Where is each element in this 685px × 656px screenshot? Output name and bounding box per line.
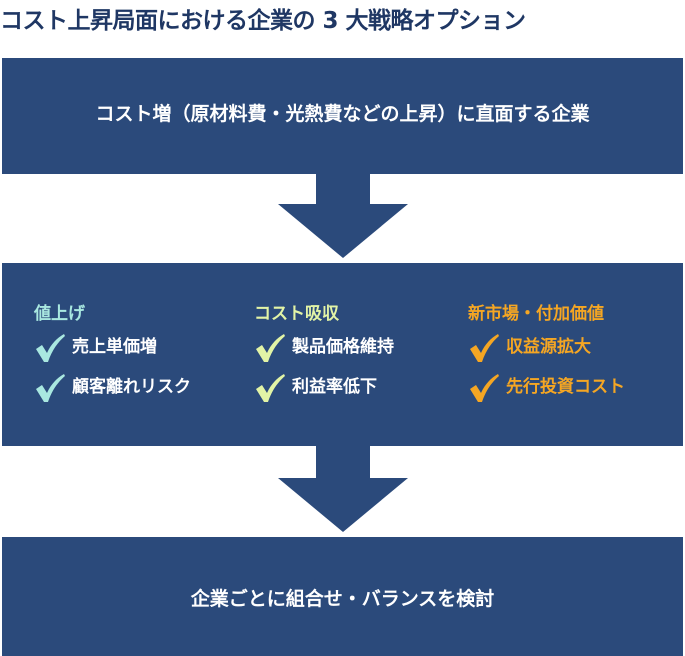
list-item: 顧客離れリスク (34, 367, 191, 407)
page-title: コスト上昇局面における企業の 3 大戦略オプション (0, 8, 526, 34)
list-item-label: 製品価格維持 (292, 337, 394, 357)
column-heading: コスト吸収 (254, 304, 339, 324)
list-item: 収益源拡大 (468, 327, 625, 367)
top-box: コスト増（原材料費・光熱費などの上昇）に直面する企業 (2, 58, 683, 174)
list-item: 利益率低下 (254, 367, 394, 407)
strategy-column-cost-absorption: コスト吸収 製品価格維持 利益率低下 (254, 301, 394, 407)
check-icon (470, 374, 499, 402)
list-item: 製品価格維持 (254, 327, 394, 367)
bottom-box: 企業ごとに組合せ・バランスを検討 (2, 537, 683, 656)
check-icon (256, 374, 285, 402)
list-item-label: 利益率低下 (292, 377, 377, 397)
check-icon (36, 374, 65, 402)
strategy-box: 値上げ 売上単価増 顧客離れリスク コスト吸収 製品価格維持 利益率低下 (2, 263, 683, 446)
bottom-box-text: 企業ごとに組合せ・バランスを検討 (190, 588, 495, 610)
check-icon (36, 334, 65, 362)
column-heading: 新市場・付加価値 (468, 304, 604, 324)
list-item-label: 先行投資コスト (506, 377, 625, 397)
list-item-label: 売上単価増 (72, 337, 157, 357)
strategy-column-new-market: 新市場・付加価値 収益源拡大 先行投資コスト (468, 301, 625, 407)
list-item: 売上単価増 (34, 327, 191, 367)
list-item: 先行投資コスト (468, 367, 625, 407)
check-icon (256, 334, 285, 362)
check-icon (470, 334, 499, 362)
column-heading: 値上げ (34, 304, 85, 324)
list-item-label: 顧客離れリスク (72, 377, 191, 397)
list-item-label: 収益源拡大 (506, 337, 591, 357)
top-box-text: コスト増（原材料費・光熱費などの上昇）に直面する企業 (95, 103, 590, 125)
strategy-column-price-increase: 値上げ 売上単価増 顧客離れリスク (34, 301, 191, 407)
